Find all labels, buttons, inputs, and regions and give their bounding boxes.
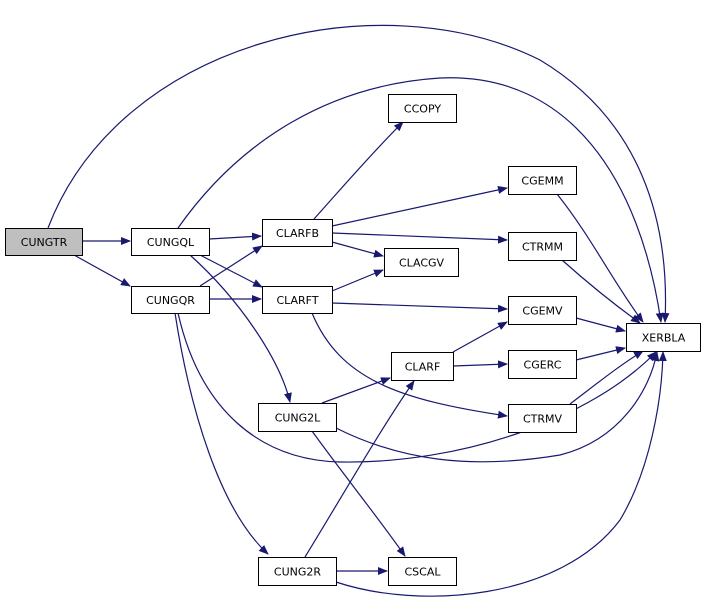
edge-cgemv-to-xerbla xyxy=(575,317,626,333)
node-label: CSCAL xyxy=(405,566,442,579)
node-label: CUNGQL xyxy=(147,236,195,249)
edge-clarf-to-cgerc xyxy=(452,360,508,369)
edge-clarfb-to-clacgv xyxy=(331,241,384,258)
edge-clarft-to-clacgv xyxy=(331,269,384,292)
edge-ctrmm-to-xerbla xyxy=(561,259,641,324)
edges-layer xyxy=(47,24,670,597)
node-label: CLARF xyxy=(405,361,441,374)
node-clarfb[interactable]: CLARFB xyxy=(262,219,333,247)
node-clacgv[interactable]: CLACGV xyxy=(384,248,459,277)
node-cgerc[interactable]: CGERC xyxy=(508,350,577,379)
node-clarf[interactable]: CLARF xyxy=(391,352,454,381)
edge-clarft-to-ctrmv xyxy=(311,312,508,419)
node-box[interactable] xyxy=(626,323,701,352)
node-box[interactable] xyxy=(508,166,577,195)
node-box[interactable] xyxy=(508,296,577,325)
node-clarft[interactable]: CLARFT xyxy=(262,286,333,314)
edge-cgerc-to-xerbla xyxy=(575,346,626,361)
node-label: CLARFT xyxy=(276,294,318,307)
node-label: XERBLA xyxy=(642,332,686,345)
node-xerbla[interactable]: XERBLA xyxy=(626,323,701,352)
node-label: CLARFB xyxy=(276,227,319,240)
node-cgemm[interactable]: CGEMM xyxy=(508,166,577,195)
edge-cungql-to-clarfb xyxy=(208,232,262,241)
node-box[interactable] xyxy=(131,286,210,314)
node-box[interactable] xyxy=(258,557,337,586)
edge-clarfb-to-ctrmm xyxy=(331,232,508,244)
node-label: CTRMM xyxy=(522,241,563,254)
node-label: CGEMV xyxy=(522,305,563,318)
edge-cung2r-to-clarf xyxy=(304,380,415,558)
node-label: CUNG2R xyxy=(274,566,321,579)
edge-cungql-to-xerbla xyxy=(177,77,664,323)
node-cungql[interactable]: CUNGQL xyxy=(131,228,210,256)
node-box[interactable] xyxy=(388,557,457,586)
node-cgemv[interactable]: CGEMV xyxy=(508,296,577,325)
node-label: CUNGTR xyxy=(21,236,68,249)
edge-cung2l-to-clarf xyxy=(321,377,391,404)
node-box[interactable] xyxy=(508,350,577,379)
edge-cung2l-to-cscal xyxy=(311,430,406,557)
node-box[interactable] xyxy=(262,286,333,314)
node-label: CLACGV xyxy=(399,257,445,270)
edge-clarf-to-cgemv xyxy=(452,321,508,353)
edge-cgemm-to-xerbla xyxy=(556,193,644,323)
edge-cungql-to-cung2l xyxy=(189,254,292,403)
node-box[interactable] xyxy=(262,219,333,247)
node-label: CGEMM xyxy=(521,175,563,188)
node-box[interactable] xyxy=(258,403,337,432)
node-box[interactable] xyxy=(391,352,454,381)
edge-cungqr-to-clarfb xyxy=(199,245,263,287)
node-box[interactable] xyxy=(508,232,577,261)
node-label: CGERC xyxy=(524,359,562,372)
node-cungtr[interactable]: CUNGTR xyxy=(5,228,83,256)
edge-clarfb-to-cgemm xyxy=(331,186,508,227)
node-cungqr[interactable]: CUNGQR xyxy=(131,286,210,314)
node-cung2r[interactable]: CUNG2R xyxy=(258,557,337,586)
edge-cung2l-to-xerbla xyxy=(335,351,660,463)
edge-cungqr-to-xerbla xyxy=(177,312,657,463)
node-box[interactable] xyxy=(131,228,210,256)
node-label: CTRMV xyxy=(523,413,563,426)
edge-cungtr-to-cungqr xyxy=(73,254,131,287)
node-cscal[interactable]: CSCAL xyxy=(388,557,457,586)
edge-clarfb-to-ccopy xyxy=(313,121,404,220)
nodes-layer: CUNGTR CUNGQL CUNGQR CLARFB CLARFT CCOPY CGEMM… xyxy=(5,94,701,586)
node-cung2l[interactable]: CUNG2L xyxy=(258,403,337,432)
node-label: CUNG2L xyxy=(275,412,321,425)
node-ccopy[interactable]: CCOPY xyxy=(388,94,457,123)
node-label: CCOPY xyxy=(404,103,441,116)
node-box[interactable] xyxy=(384,248,459,277)
edge-cung2r-to-xerbla xyxy=(335,351,667,597)
node-ctrmv[interactable]: CTRMV xyxy=(508,404,577,433)
node-box[interactable] xyxy=(5,228,83,256)
node-label: CUNGQR xyxy=(146,294,195,307)
node-box[interactable] xyxy=(508,404,577,433)
edge-clarft-to-cgemv xyxy=(331,302,508,313)
node-ctrmm[interactable]: CTRMM xyxy=(508,232,577,261)
edge-cungqr-to-cung2r xyxy=(174,312,269,555)
edge-cungtr-to-xerbla xyxy=(47,24,670,323)
node-box[interactable] xyxy=(388,94,457,123)
edge-ctrmv-to-xerbla xyxy=(569,350,644,405)
edge-cungql-to-clarft xyxy=(199,254,263,288)
